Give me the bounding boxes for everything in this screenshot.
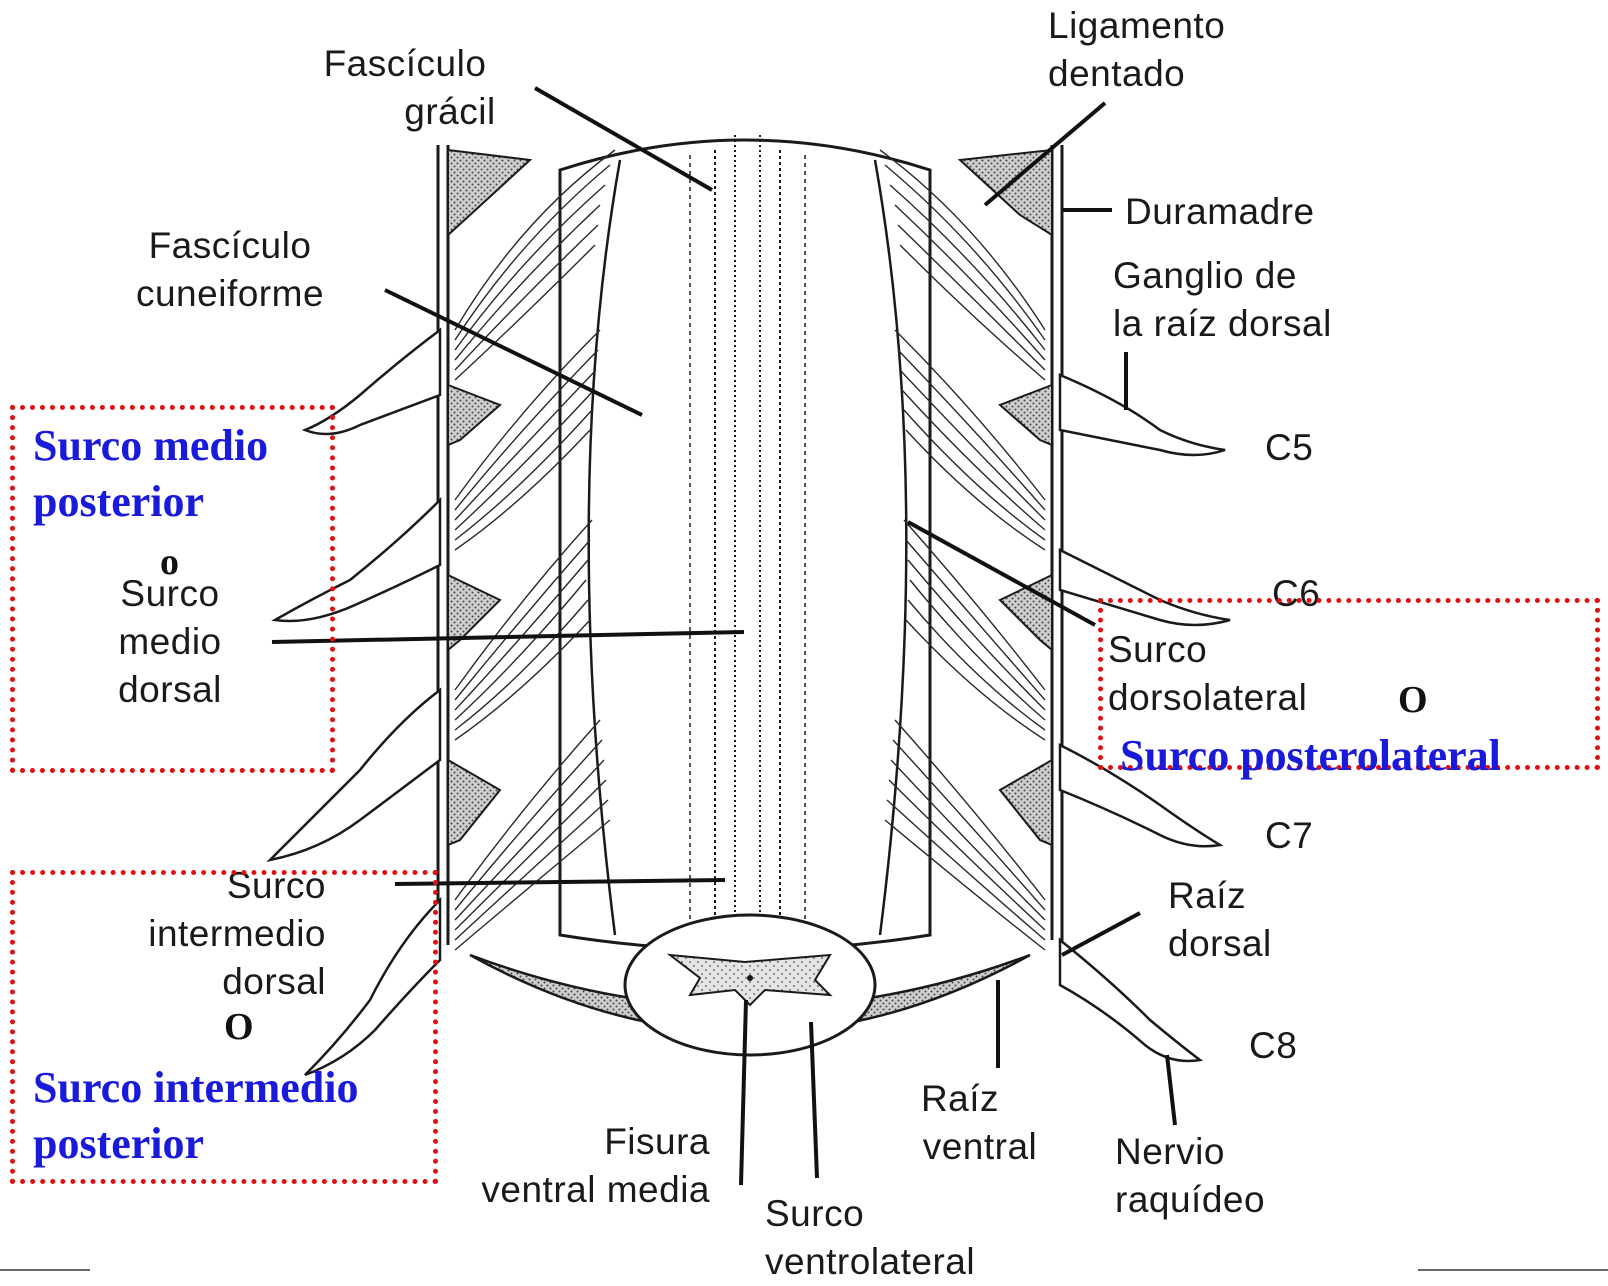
- annotation-o-intermedio: O: [224, 1005, 254, 1049]
- label-nervio-raquideo: Nervio raquídeo: [1115, 1128, 1265, 1224]
- label-ganglio: Ganglio de la raíz dorsal: [1113, 252, 1332, 348]
- annotation-surco-intermedio-posterior: Surco intermedio posterior: [33, 1060, 359, 1172]
- label-fisura-ventral-media: Fisura ventral media: [390, 1118, 710, 1214]
- label-c8: C8: [1249, 1022, 1297, 1070]
- cross-section: [470, 915, 1030, 1055]
- label-ligamento-dentado: Ligamento dentado: [1048, 2, 1225, 98]
- label-c5: C5: [1265, 424, 1313, 472]
- annotation-surco-posterolateral: Surco posterolateral: [1120, 728, 1501, 784]
- label-surco-ventrolateral: Surco ventrolateral: [765, 1190, 975, 1286]
- label-raiz-dorsal: Raíz dorsal: [1168, 872, 1272, 968]
- label-duramadre: Duramadre: [1125, 188, 1315, 236]
- annotation-o-posterolateral: O: [1398, 678, 1428, 722]
- annotation-surco-medio-posterior: Surco medio posterior: [33, 418, 268, 530]
- denticulate-ligament-right: [960, 150, 1052, 845]
- spinal-cord-body: [560, 135, 930, 950]
- label-c7: C7: [1265, 812, 1313, 860]
- label-fasciculo-cuneiforme: Fascículo cuneiforme: [100, 222, 360, 318]
- label-fasciculo-gracil: Fascículo grácil: [290, 40, 520, 136]
- annotation-o-medio: o: [160, 540, 179, 584]
- label-raiz-ventral: Raíz ventral: [900, 1075, 1060, 1171]
